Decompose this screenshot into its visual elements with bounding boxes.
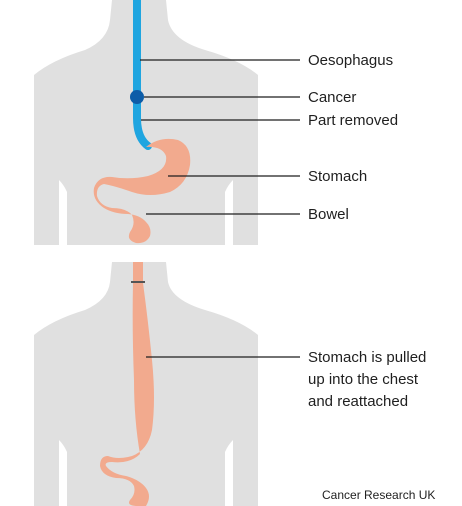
label-stomach: Stomach (308, 168, 367, 185)
label-cancer: Cancer (308, 89, 356, 106)
label-stomach-pulled-line2: up into the chest (308, 371, 419, 388)
label-stomach-pulled-line3: and reattached (308, 393, 408, 410)
label-stomach-pulled-line1: Stomach is pulled (308, 349, 426, 366)
label-part-removed: Part removed (308, 112, 398, 129)
label-oesophagus: Oesophagus (308, 52, 393, 69)
top-panel: Oesophagus Cancer Part removed Stomach B… (34, 0, 398, 245)
credit-text: Cancer Research UK (322, 488, 435, 502)
torso-silhouette-top (34, 0, 258, 245)
bottom-panel: Stomach is pulled up into the chest and … (34, 262, 426, 506)
cancer-marker (130, 90, 144, 104)
label-bowel: Bowel (308, 206, 349, 223)
oesophagus-stub (133, 262, 143, 282)
